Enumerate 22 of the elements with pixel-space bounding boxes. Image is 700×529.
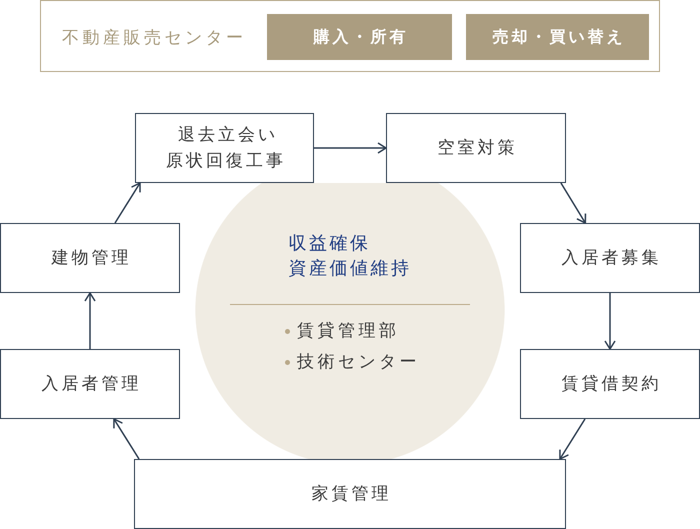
process-box: 家賃管理 xyxy=(134,459,566,529)
process-box: 賃貸借契約 xyxy=(520,349,700,419)
list-item: 技術センター xyxy=(297,351,420,373)
arrow xyxy=(604,293,616,350)
arrow xyxy=(84,292,96,349)
service-tag: 売却・買い替え xyxy=(466,14,649,60)
arrow xyxy=(113,418,140,460)
arrow xyxy=(559,418,586,460)
process-box: 入居者募集 xyxy=(520,223,700,293)
service-tag: 購入・所有 xyxy=(267,14,452,60)
tagline-text: 収益確保 xyxy=(288,232,372,255)
arrow xyxy=(560,182,586,224)
header-panel xyxy=(40,0,660,72)
process-box: 入居者管理 xyxy=(0,349,180,419)
panel-title: 不動産販売センター xyxy=(62,27,246,49)
process-box: 退去立会い原状回復工事 xyxy=(135,113,314,183)
arrow xyxy=(314,142,387,154)
arrow xyxy=(114,182,141,224)
process-box: 建物管理 xyxy=(0,223,180,293)
tagline-text: 資産価値維持 xyxy=(288,257,412,280)
process-box: 空室対策 xyxy=(386,113,566,183)
list-item: 賃貸管理部 xyxy=(297,320,400,342)
